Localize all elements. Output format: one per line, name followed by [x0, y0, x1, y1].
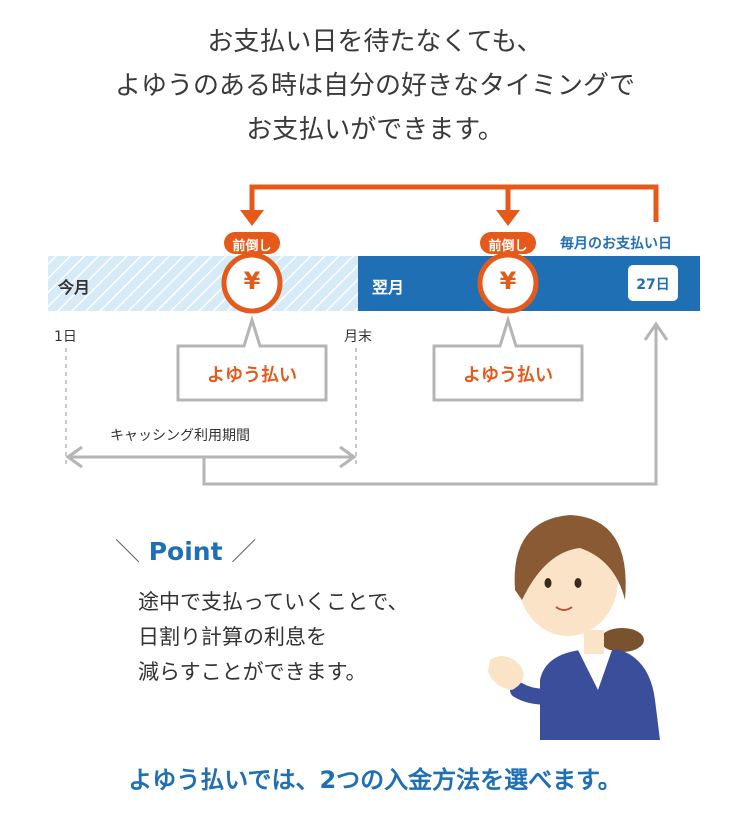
point-title: ＼ Point ／: [115, 532, 256, 568]
next-month-label: 翌月: [372, 278, 405, 297]
early-payment-arrow-path: [249, 184, 659, 222]
headline-line-1: お支払い日を待たなくても、: [207, 27, 543, 57]
point-line-2: 日割り計算の利息を: [138, 625, 327, 649]
early-badge-right-label: 前倒し: [488, 239, 528, 254]
early-badge-left: [224, 232, 280, 254]
arrow-head-right: [496, 210, 520, 226]
start-day-label: 1日: [54, 329, 77, 345]
headline-line-3: お支払いができます。: [246, 115, 504, 145]
point-line-1: 途中で支払っていくことで、: [138, 590, 409, 614]
callout-left-box: [176, 314, 328, 402]
headline: お支払い日を待たなくても、 よゆうのある時は自分の好きなタイミングで お支払いが…: [0, 20, 750, 152]
point-slash-right-icon: ／: [231, 537, 257, 566]
payment-day-box: [628, 265, 678, 301]
cashing-period-arrow-left: [65, 445, 83, 469]
point-body: 途中で支払っていくことで、 日割り計算の利息を 減らすことができます。: [138, 585, 408, 690]
this-month-label: 今月: [58, 278, 91, 297]
this-month-bar: [48, 256, 358, 311]
payment-day-value: 27日: [636, 277, 670, 293]
early-badge-right: [480, 232, 536, 254]
point-title-text: Point: [148, 537, 223, 566]
early-badge-left-label: 前倒し: [232, 239, 272, 254]
arrow-head-left: [240, 210, 264, 226]
cashing-period-label: キャッシング利用期間: [110, 428, 250, 444]
advisor-illustration: [488, 515, 660, 740]
yen-icon-right: ¥: [499, 267, 517, 295]
early-payment-callout-left: よゆう払い: [207, 365, 297, 386]
month-end-label: 月末: [344, 329, 372, 345]
yen-icon-left: ¥: [243, 267, 261, 295]
point-slash-left-icon: ＼: [115, 537, 141, 566]
callout-right-box: [432, 314, 584, 402]
payment-day-caption: 毎月のお支払い日: [560, 236, 672, 252]
headline-line-2: よゆうのある時は自分の好きなタイミングで: [114, 71, 635, 101]
payment-connector-path: [202, 326, 658, 486]
footer-text: よゆう払いでは、2つの入金方法を選べます。: [128, 766, 622, 794]
yen-coin-right: [477, 252, 539, 314]
early-payment-callout-right: よゆう払い: [463, 365, 553, 386]
cashing-period-arrow-right: [339, 445, 357, 469]
payment-connector-arrow: [643, 321, 669, 341]
yen-coin-left: [221, 252, 283, 314]
point-line-3: 減らすことができます。: [138, 660, 367, 684]
